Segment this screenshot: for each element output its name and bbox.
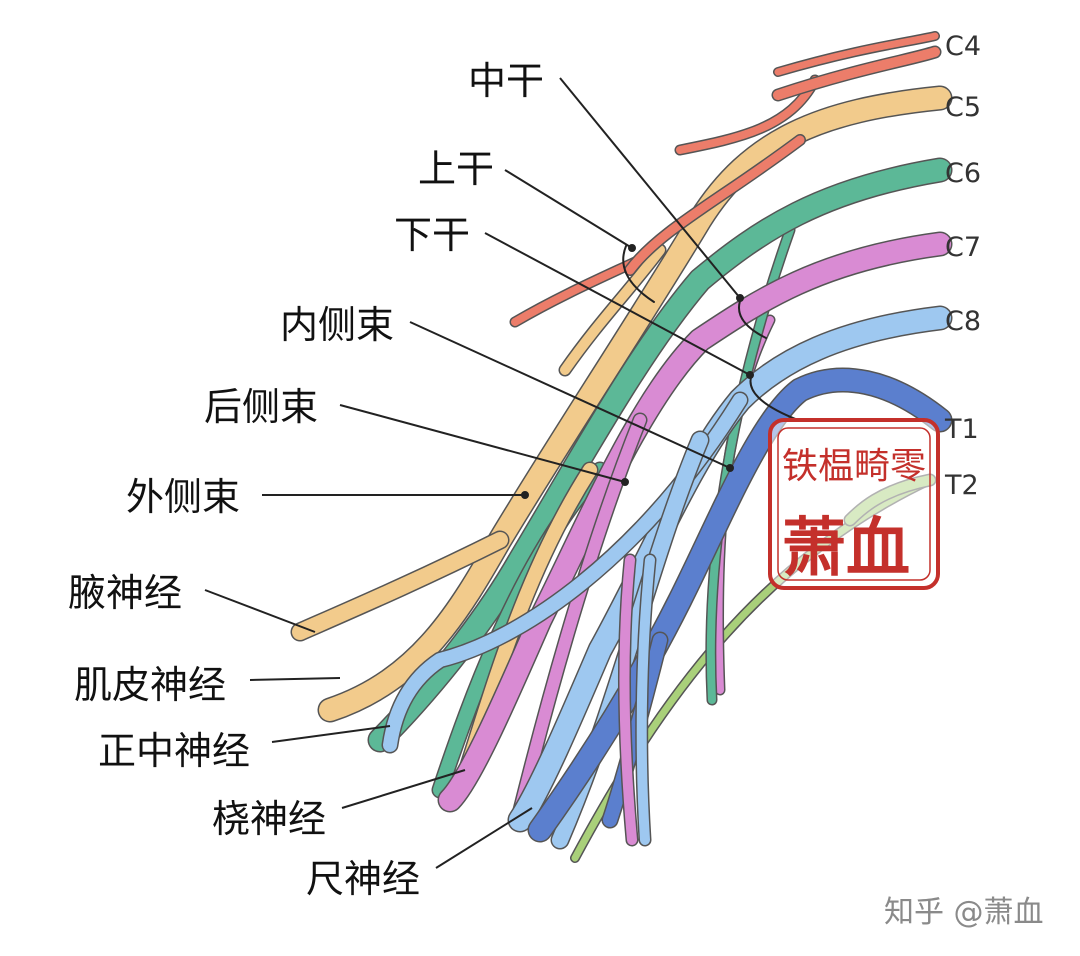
seal-border-outer <box>768 418 940 590</box>
label-lower-trunk: 下干 <box>394 213 470 257</box>
root-label-c4: C4 <box>945 31 981 62</box>
c4-branch <box>625 135 805 275</box>
leader-median <box>271 725 391 743</box>
branch-suprascapular <box>560 245 665 375</box>
leader-dot-lower <box>746 371 754 379</box>
label-medial-cord: 内侧束 <box>280 303 394 347</box>
leader-dot-upper <box>628 244 636 252</box>
seal-top-text: 铁榅畸零 <box>782 446 926 487</box>
label-median-nerve: 正中神经 <box>98 729 250 773</box>
label-radial-nerve: 桡神经 <box>212 797 326 841</box>
leader-medial-cord <box>409 321 731 469</box>
c7-ulnar-thin <box>619 555 637 845</box>
c8-median-branch <box>383 393 747 752</box>
leader-lower-trunk <box>484 232 751 376</box>
label-lateral-cord: 外侧束 <box>126 475 240 519</box>
leader-middle-trunk <box>559 77 741 299</box>
seal-stamp: 铁榅畸零 萧血 <box>768 418 940 590</box>
c4-root <box>773 47 940 100</box>
leader-axillary <box>204 589 316 633</box>
root-label-t1: T1 <box>944 414 979 445</box>
seal-border-inner <box>777 427 931 581</box>
label-musculocutaneous-nerve: 肌皮神经 <box>74 663 226 707</box>
watermark: 知乎 @萧血 <box>884 895 1044 930</box>
branch-c4-minor <box>774 32 939 76</box>
leader-dot-medial <box>726 464 734 472</box>
nerve-bundle <box>290 31 953 863</box>
trunk-ring-upper <box>622 245 655 303</box>
leader-musculocutaneous <box>249 677 341 681</box>
c8-ulnar-thin <box>636 555 655 845</box>
c5-root <box>319 87 951 721</box>
branch-c5-upper <box>676 76 819 154</box>
label-ulnar-nerve: 尺神经 <box>306 857 420 901</box>
root-label-c6: C6 <box>945 158 981 189</box>
t1-root <box>529 369 951 841</box>
root-label-t2: T2 <box>944 470 979 501</box>
root-label-c8: C8 <box>945 306 981 337</box>
root-label-c5: C5 <box>945 92 981 123</box>
leader-dot-posterior <box>621 478 629 486</box>
c5-axillary <box>292 532 508 640</box>
leader-upper-trunk <box>504 169 633 249</box>
label-middle-trunk: 中干 <box>468 59 544 103</box>
leader-lines <box>204 77 799 869</box>
seal-main-text: 萧血 <box>782 511 910 586</box>
label-posterior-cord: 后侧束 <box>204 385 318 429</box>
leader-ulnar <box>435 807 533 869</box>
leader-dot-middle <box>736 294 744 302</box>
root-label-c7: C7 <box>945 232 981 263</box>
leader-posterior-cord <box>339 404 626 483</box>
label-axillary-nerve: 腋神经 <box>68 571 182 615</box>
leader-radial <box>341 769 466 809</box>
label-upper-trunk: 上干 <box>418 147 494 191</box>
leader-dot-lateral <box>521 491 529 499</box>
